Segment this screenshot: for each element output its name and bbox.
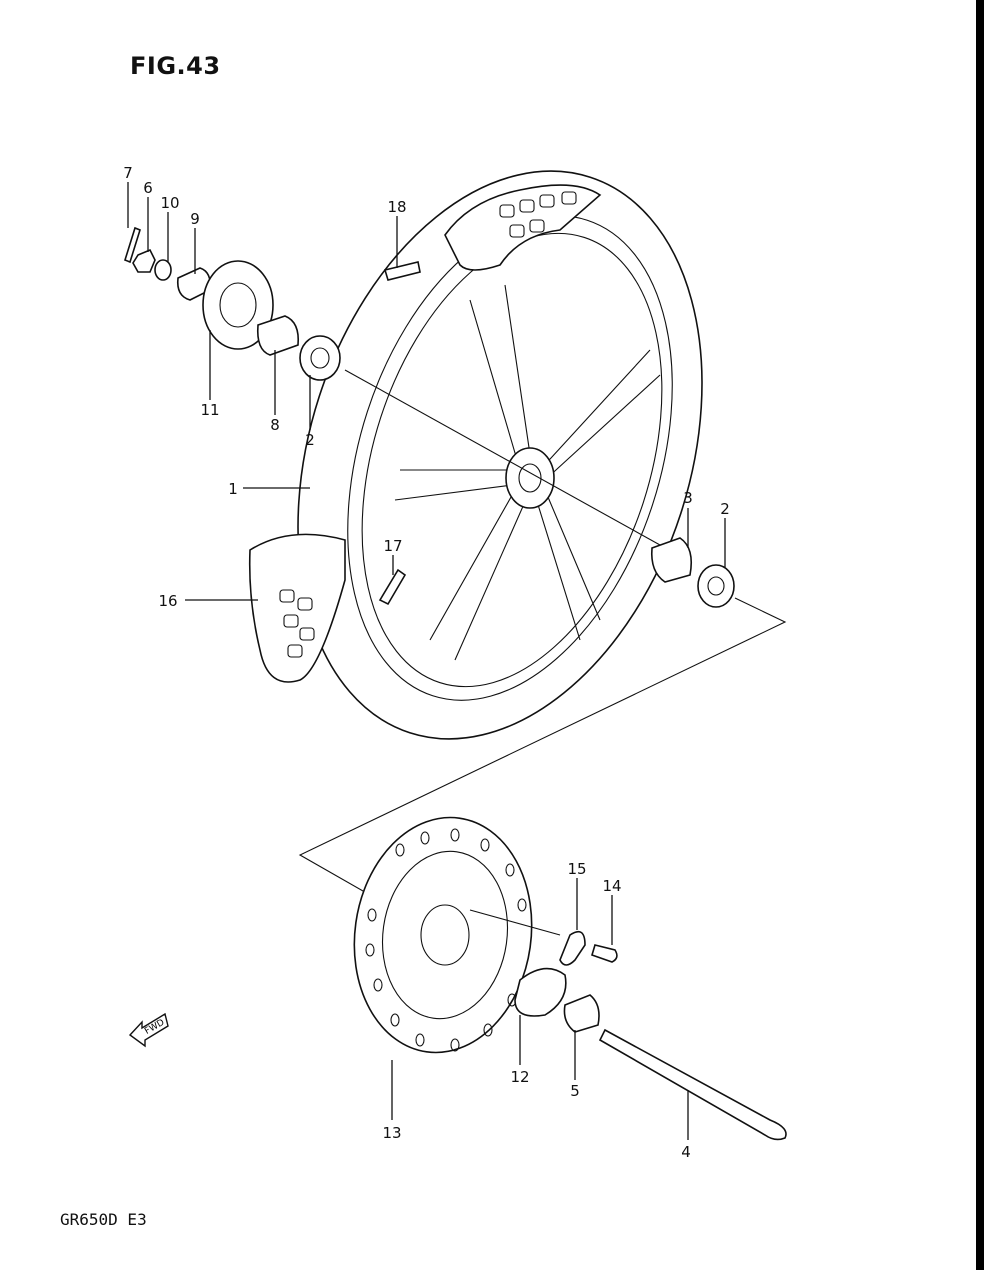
washer xyxy=(154,259,172,281)
brake-disc xyxy=(353,816,561,1054)
model-code: GR650D E3 xyxy=(60,1210,147,1229)
callout-2-right: 2 xyxy=(720,500,730,518)
wheel-hub xyxy=(505,447,555,509)
rim-outer xyxy=(347,215,673,701)
spacer-5 xyxy=(563,994,600,1033)
speedometer-drive xyxy=(514,967,567,1017)
front-axle xyxy=(598,1028,787,1141)
callout-8: 8 xyxy=(270,416,280,434)
callout-3: 3 xyxy=(683,489,693,507)
figure-title: FIG.43 xyxy=(130,52,221,80)
tire-valve xyxy=(378,568,407,606)
bearing-right xyxy=(697,564,735,608)
callout-13: 13 xyxy=(382,1124,401,1142)
wheel-spokes xyxy=(394,284,661,661)
fwd-arrow-icon xyxy=(128,1012,169,1048)
left-hub-parts xyxy=(124,226,341,381)
callout-16: 16 xyxy=(158,592,177,610)
disc-bolt xyxy=(591,944,618,963)
callout-11: 11 xyxy=(200,401,219,419)
cotter-pin xyxy=(124,226,141,264)
callout-6: 6 xyxy=(143,179,153,197)
bearing-left xyxy=(299,335,341,381)
front-wheel xyxy=(248,170,703,740)
disc-centerline xyxy=(469,909,561,936)
callout-18: 18 xyxy=(387,198,406,216)
speedometer-gearbox xyxy=(202,260,274,350)
page-edge-strip xyxy=(984,0,1000,1270)
axle-centerline xyxy=(344,369,661,546)
callout-7: 7 xyxy=(123,164,133,182)
balance-weight xyxy=(383,261,421,281)
callout-9: 9 xyxy=(190,210,200,228)
rim-inner xyxy=(361,232,663,688)
assembly-guide-line xyxy=(298,597,787,896)
callout-5: 5 xyxy=(570,1082,580,1100)
right-hub-parts xyxy=(650,537,735,608)
tire-outer xyxy=(297,170,703,740)
callout-14: 14 xyxy=(602,877,621,895)
callout-numbers: 7 6 10 9 18 11 8 2 1 3 2 17 16 15 14 12 … xyxy=(123,164,730,1161)
axle-nut xyxy=(132,248,156,273)
callout-1: 1 xyxy=(228,480,238,498)
spacer-3 xyxy=(650,537,693,583)
spacer-8 xyxy=(256,315,300,356)
lock-washer xyxy=(559,930,586,966)
callout-15: 15 xyxy=(567,860,586,878)
callout-17: 17 xyxy=(383,537,402,555)
callout-12: 12 xyxy=(510,1068,529,1086)
tire-section-top xyxy=(444,184,602,271)
callout-2-left: 2 xyxy=(305,431,315,449)
tire-section-bottom xyxy=(248,533,346,683)
callout-4: 4 xyxy=(681,1143,691,1161)
leader-lines xyxy=(127,182,726,1140)
callout-10: 10 xyxy=(160,194,179,212)
